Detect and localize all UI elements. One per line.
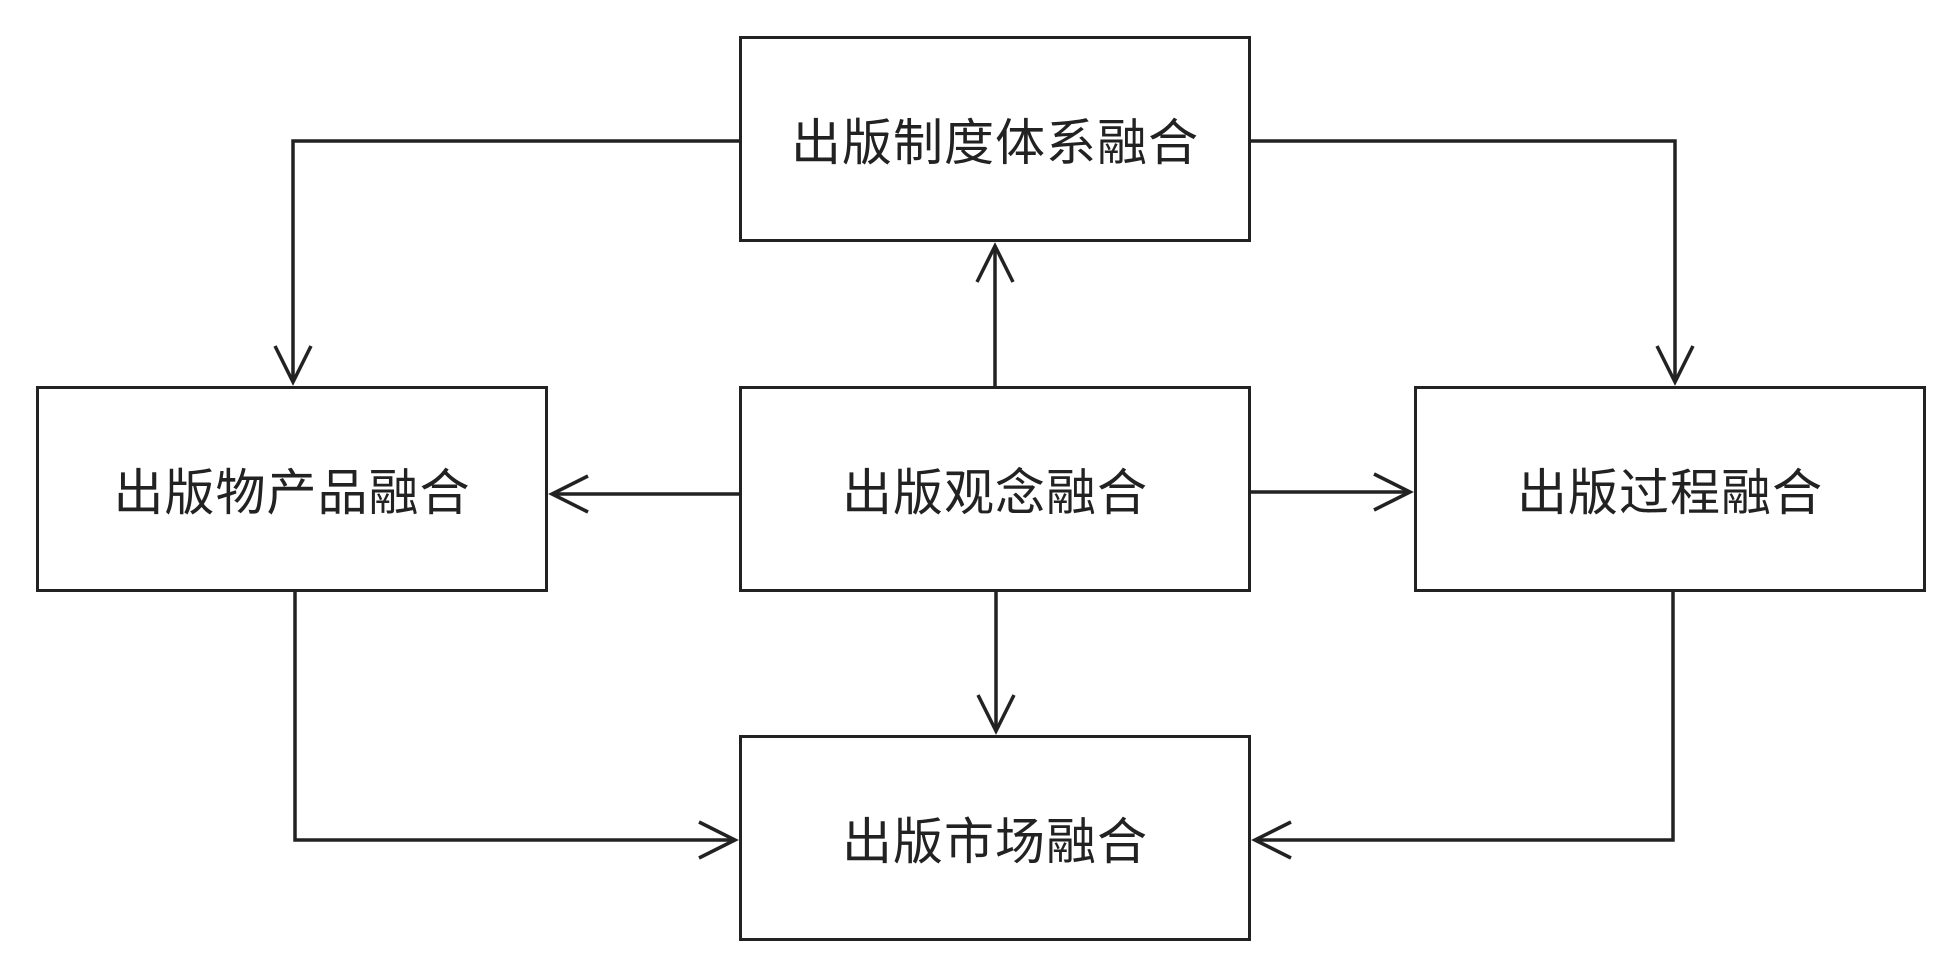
node-concept-label: 出版观念融合 (842, 464, 1148, 522)
node-concept-integration: 出版观念融合 (739, 386, 1251, 592)
edge-system-to-product (273, 139, 739, 386)
node-product-integration: 出版物产品融合 (36, 386, 548, 592)
edge-process-to-market (1251, 592, 1675, 860)
node-market-integration: 出版市场融合 (739, 735, 1251, 941)
edge-product-to-market (293, 592, 739, 860)
node-process-label: 出版过程融合 (1517, 464, 1823, 522)
node-process-integration: 出版过程融合 (1414, 386, 1926, 592)
edge-system-to-process (1251, 139, 1695, 386)
node-system-integration: 出版制度体系融合 (739, 36, 1251, 242)
node-system-label: 出版制度体系融合 (791, 114, 1199, 172)
node-product-label: 出版物产品融合 (113, 464, 471, 522)
node-market-label: 出版市场融合 (842, 813, 1148, 871)
